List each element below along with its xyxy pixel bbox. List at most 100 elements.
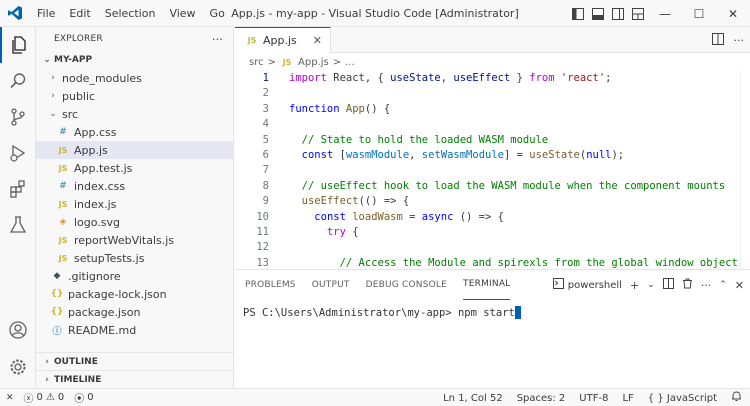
code-text: // useEffect hook to load the WASM modul…	[269, 179, 726, 194]
remote-icon[interactable]: ✕	[6, 392, 14, 403]
tree-folder[interactable]: ›public	[36, 87, 233, 105]
split-editor-icon[interactable]	[711, 32, 724, 48]
ports-status[interactable]: ⦿0	[74, 390, 93, 405]
terminal-selector[interactable]: powershell	[552, 278, 622, 292]
toggle-secondary-sidebar-icon[interactable]	[608, 0, 628, 27]
breadcrumb-more[interactable]: ...	[345, 56, 355, 68]
settings-gear-icon[interactable]	[0, 349, 36, 385]
explorer-more-button[interactable]: ···	[211, 32, 223, 46]
tree-file[interactable]: ◆.gitignore	[36, 267, 233, 285]
indentation[interactable]: Spaces: 2	[516, 392, 566, 404]
language-mode[interactable]: { } JavaScript	[647, 392, 717, 404]
warning-count: 0	[57, 392, 65, 403]
code-text: try {	[269, 225, 359, 240]
run-debug-icon[interactable]	[0, 135, 36, 171]
readme-file-icon: ⓘ	[52, 326, 62, 337]
code-token: function	[289, 102, 340, 115]
breadcrumb-file[interactable]: App.js	[298, 56, 329, 68]
chevron-up-icon[interactable]: ⌃	[719, 280, 727, 290]
chevron-right-icon: ›	[45, 375, 49, 385]
source-control-icon[interactable]	[0, 99, 36, 135]
code-token: 'react'	[560, 72, 606, 84]
customize-layout-icon[interactable]	[628, 0, 648, 27]
error-count: 0	[36, 392, 43, 403]
menu-go[interactable]: Go	[209, 6, 225, 20]
trash-icon[interactable]	[682, 278, 693, 292]
encoding[interactable]: UTF-8	[579, 392, 609, 404]
minimize-button[interactable]: —	[659, 6, 671, 21]
tree-item-label: App.css	[74, 125, 117, 139]
more-actions-icon[interactable]: ···	[733, 33, 745, 47]
css-file-icon: #	[59, 181, 67, 191]
terminal-output[interactable]: PS C:\Users\Administrator\my-app> npm st…	[243, 306, 521, 319]
split-terminal-icon[interactable]	[662, 278, 674, 292]
code-token: wasmModule	[345, 148, 410, 161]
close-panel-icon[interactable]: ✕	[734, 278, 744, 292]
testing-icon[interactable]	[0, 207, 36, 243]
search-icon[interactable]	[0, 63, 36, 99]
tab-output[interactable]: OUTPUT	[311, 280, 350, 290]
extensions-icon[interactable]	[0, 171, 36, 207]
tree-folder[interactable]: ⌄src	[36, 105, 233, 123]
code-token: import	[289, 72, 327, 84]
accounts-icon[interactable]	[0, 312, 36, 348]
tree-file[interactable]: #index.css	[36, 177, 233, 195]
code-token	[289, 195, 302, 207]
tree-file[interactable]: ◈logo.svg	[36, 213, 233, 231]
tree-folder[interactable]: ›node_modules	[36, 69, 233, 87]
maximize-button[interactable]: ☐	[693, 6, 705, 21]
code-line: 5 // State to hold the loaded WASM modul…	[235, 133, 750, 148]
tree-item-label: App.test.js	[74, 161, 133, 175]
cursor-position[interactable]: Ln 1, Col 52	[443, 392, 503, 404]
close-window-button[interactable]: ✕	[727, 6, 739, 21]
code-text: const loadWasm = async () => {	[269, 210, 504, 225]
project-section[interactable]: ⌄ MY-APP	[36, 51, 233, 69]
chevron-down-icon[interactable]: ⌄	[647, 280, 655, 290]
code-token: useState	[529, 148, 580, 161]
notifications-bell-icon[interactable]	[731, 391, 742, 405]
code-text	[269, 86, 289, 101]
toggle-panel-icon[interactable]	[588, 0, 608, 27]
tree-file[interactable]: #App.css	[36, 123, 233, 141]
code-token: React, {	[326, 72, 391, 84]
new-terminal-icon[interactable]: +	[629, 278, 640, 292]
panel-tab-bar: PROBLEMS OUTPUT DEBUG CONSOLE TERMINAL p…	[235, 270, 750, 300]
tab-debug-console[interactable]: DEBUG CONSOLE	[365, 280, 448, 290]
breadcrumb-folder[interactable]: src	[249, 56, 264, 68]
tree-file[interactable]: {}package.json	[36, 303, 233, 321]
explorer-sidebar: EXPLORER ··· ⌄ MY-APP ›node_modules›publ…	[36, 27, 234, 388]
more-actions-icon[interactable]: ···	[700, 278, 712, 292]
timeline-section[interactable]: › TIMELINE	[36, 370, 234, 389]
json-file-icon: {}	[50, 289, 64, 299]
menu-file[interactable]: File	[37, 6, 56, 20]
tab-terminal[interactable]: TERMINAL	[463, 270, 511, 300]
line-ending[interactable]: LF	[622, 392, 634, 404]
error-icon: ⓧ	[23, 394, 34, 405]
code-token: ,	[440, 72, 454, 84]
code-token: useEffect	[301, 195, 359, 208]
menu-selection[interactable]: Selection	[104, 6, 156, 20]
menu-edit[interactable]: Edit	[69, 6, 91, 20]
line-number: 7	[262, 164, 269, 177]
outline-section[interactable]: › OUTLINE	[36, 352, 234, 371]
tab-problems[interactable]: PROBLEMS	[245, 280, 296, 290]
close-tab-icon[interactable]: ✕	[312, 34, 322, 47]
explorer-icon[interactable]	[0, 27, 36, 63]
menu-view[interactable]: View	[169, 6, 196, 20]
code-token: const	[314, 210, 346, 223]
editor-scrollbar[interactable]	[740, 71, 750, 269]
tree-file[interactable]: {}package-lock.json	[36, 285, 233, 303]
toggle-sidebar-icon[interactable]	[568, 0, 588, 27]
code-text: import React, { useState, useEffect } fr…	[269, 71, 611, 86]
tab-app-js[interactable]: JS App.js ✕	[235, 27, 331, 53]
code-text	[269, 117, 289, 132]
